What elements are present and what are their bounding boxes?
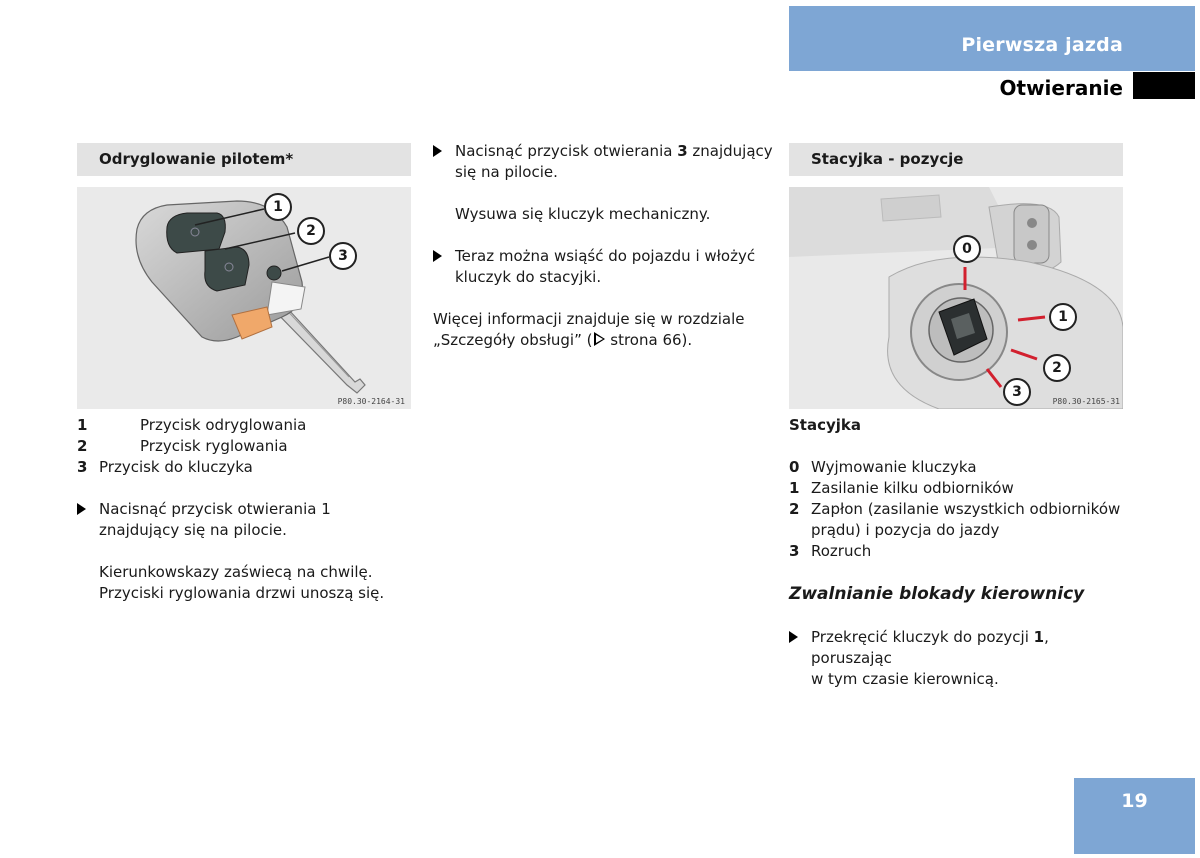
- step-bullet: Nacisnąć przycisk otwierania 3 znajdując…: [433, 141, 773, 183]
- info-text-part: „Szczegóły obsługi” (: [433, 331, 593, 349]
- legend-row: 2 Przycisk ryglowania: [77, 436, 288, 457]
- info-line: „Szczegóły obsługi” ( strona 66).: [433, 330, 744, 351]
- step-bullet: Nacisnąć przycisk otwierania 1 znajdując…: [77, 499, 407, 541]
- chapter-title: Pierwsza jazda: [961, 34, 1123, 56]
- page-number-tab: 19: [1074, 778, 1195, 854]
- legend-row: 3 Przycisk do kluczyka: [77, 457, 253, 478]
- bullet-arrow-icon: [433, 250, 442, 262]
- step-line: w tym czasie kierownicą.: [811, 670, 999, 688]
- bullet-arrow-icon: [77, 503, 86, 515]
- result-text: Wysuwa się kluczyk mechaniczny.: [455, 205, 711, 223]
- remote-key-figure: 1 2 3 P80.30-2164-31: [77, 187, 411, 409]
- legend-text: Zapłon (zasilanie wszystkich odbiorników: [811, 500, 1121, 518]
- step-line: Teraz można wsiąść do pojazdu i włożyć: [455, 247, 756, 265]
- bullet-arrow-icon: [789, 631, 798, 643]
- step-line: Przekręcić kluczyk do pozycji 1, porusza…: [811, 627, 1129, 669]
- steering-lock-subheading: Zwalnianie blokady kierownicy: [789, 584, 1085, 604]
- legend-row: 1 Przycisk odryglowania: [77, 415, 306, 436]
- callout-2: 2: [1043, 354, 1071, 382]
- step-text: znajdujący: [687, 142, 773, 160]
- legend-text: Przycisk ryglowania: [140, 437, 288, 455]
- step-text: Nacisnąć przycisk otwierania: [455, 142, 678, 160]
- legend-text: Przycisk odryglowania: [140, 416, 307, 434]
- section-title: Otwieranie: [999, 76, 1123, 100]
- callout-3: 3: [1003, 378, 1031, 406]
- legend-row: 3 Rozruch: [789, 541, 871, 562]
- callout-1: 1: [1049, 303, 1077, 331]
- step-line: się na pilocie.: [455, 163, 558, 181]
- page-reference-arrow-icon: [593, 332, 605, 346]
- figure-code: P80.30-2165-31: [1052, 397, 1120, 406]
- result-line: Przyciski ryglowania drzwi unoszą się.: [99, 584, 385, 602]
- figure-caption: Stacyjka: [789, 416, 862, 434]
- step-bullet: Teraz można wsiąść do pojazdu i włożyć k…: [433, 246, 773, 288]
- legend-number: 3: [77, 458, 88, 476]
- callout-1: 1: [264, 193, 292, 221]
- legend-text: Przycisk do kluczyka: [99, 458, 253, 476]
- legend-number: 2: [789, 500, 800, 518]
- step-text: , poruszając: [811, 628, 1049, 667]
- callout-2: 2: [297, 217, 325, 245]
- legend-number: 1: [789, 479, 800, 497]
- legend-number: 1: [77, 416, 88, 434]
- legend-text: Zasilanie kilku odbiorników: [811, 479, 1014, 497]
- remote-unlock-heading: Odryglowanie pilotem*: [77, 143, 411, 176]
- step-bold: 1: [1033, 628, 1045, 646]
- legend-number: 2: [77, 437, 88, 455]
- info-line: Więcej informacji znajduje się w rozdzia…: [433, 310, 745, 328]
- callout-0: 0: [953, 235, 981, 263]
- info-text-part: strona 66).: [605, 331, 693, 349]
- step-line: znajdujący się na pilocie.: [99, 521, 287, 539]
- ignition-illustration: [789, 187, 1123, 409]
- step-line: Nacisnąć przycisk otwierania 3 znajdując…: [455, 141, 773, 162]
- step-bullet: Przekręcić kluczyk do pozycji 1, porusza…: [789, 627, 1129, 690]
- legend-row: 1 Zasilanie kilku odbiorników: [789, 478, 1014, 499]
- legend-row-continuation: prądu) i pozycja do jazdy: [811, 521, 1000, 539]
- step-line: Nacisnąć przycisk otwierania 1: [99, 500, 331, 518]
- step-line: kluczyk do stacyjki.: [455, 268, 602, 286]
- ignition-figure: 0 1 2 3 P80.30-2165-31: [789, 187, 1123, 409]
- result-text: Kierunkowskazy zaświecą na chwilę. Przyc…: [99, 562, 384, 604]
- remote-unlock-heading-text: Odryglowanie pilotem*: [99, 150, 294, 168]
- remote-key-illustration: [135, 200, 366, 394]
- bullet-arrow-icon: [433, 145, 442, 157]
- legend-row: 0 Wyjmowanie kluczyka: [789, 457, 977, 478]
- legend-text: Wyjmowanie kluczyka: [811, 458, 977, 476]
- step-bold: 3: [677, 142, 688, 160]
- info-text: Więcej informacji znajduje się w rozdzia…: [433, 309, 744, 351]
- legend-number: 3: [789, 542, 800, 560]
- figure-code: P80.30-2164-31: [337, 397, 405, 406]
- legend-row: 2 Zapłon (zasilanie wszystkich odbiornikó…: [789, 499, 1120, 520]
- section-marker: [1133, 72, 1195, 99]
- chapter-tab: Pierwsza jazda: [789, 6, 1195, 71]
- ignition-heading-text: Stacyjka - pozycje: [811, 150, 964, 168]
- legend-number: 0: [789, 458, 800, 476]
- callout-3: 3: [329, 242, 357, 270]
- result-line: Kierunkowskazy zaświecą na chwilę.: [99, 563, 373, 581]
- step-text: Przekręcić kluczyk do pozycji: [811, 628, 1034, 646]
- legend-text: Rozruch: [811, 542, 872, 560]
- ignition-heading: Stacyjka - pozycje: [789, 143, 1123, 176]
- page-number: 19: [1121, 790, 1148, 812]
